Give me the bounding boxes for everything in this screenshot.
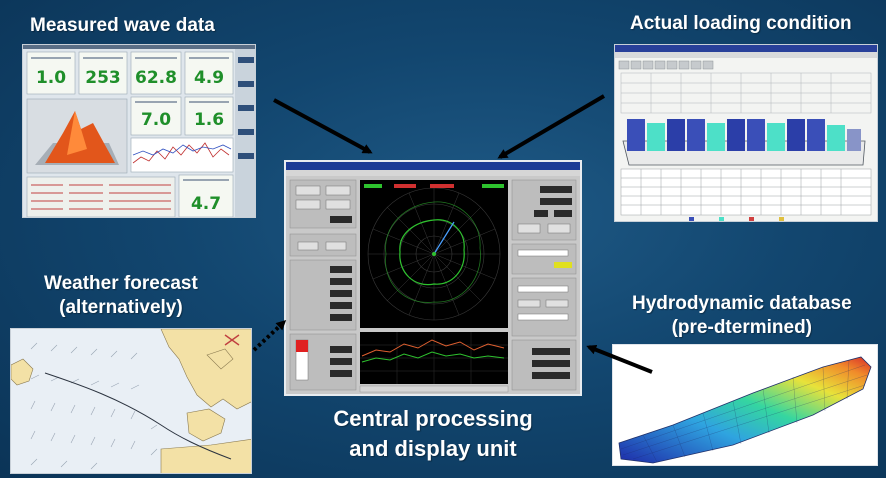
risk-level-indicator [296, 340, 308, 352]
central-unit-line1: Central processing [333, 406, 533, 431]
weather-forecast-label: Weather forecast (alternatively) [44, 272, 198, 320]
loading-condition-arrow [497, 94, 606, 159]
wind-field [30, 342, 178, 470]
ship-route [44, 372, 232, 460]
measured-wave-data-text: Measured wave data [30, 15, 215, 36]
loading-condition-screen [615, 45, 877, 221]
central-display-window [284, 160, 582, 396]
left-control-panel [289, 179, 357, 391]
risk-contour [399, 219, 465, 286]
central-display-screen [286, 162, 580, 393]
hull-surface [618, 356, 872, 464]
right-control-panel [511, 179, 577, 391]
weather-map-screenshot [10, 328, 252, 474]
hydrodynamic-database-line1: Hydrodynamic database [632, 293, 852, 314]
wave-length-value: 62.8 [135, 68, 177, 88]
window-title-bar [286, 162, 580, 170]
loading-condition-screenshot [614, 44, 878, 222]
actual-loading-condition-text: Actual loading condition [630, 13, 852, 34]
hydrodynamic-database-line2: (pre-dtermined) [671, 316, 813, 338]
weather-map [11, 329, 251, 473]
measured-wave-data-label: Measured wave data [30, 14, 215, 38]
cargo-holds [627, 119, 861, 151]
sig-wave-height-value: 4.7 [191, 194, 221, 214]
wave-data-arrow [273, 98, 373, 154]
landmass [11, 329, 251, 473]
encounter-angle-value: 1.6 [194, 110, 224, 130]
hydrodynamic-database-label: Hydrodynamic database (pre-dtermined) [632, 292, 852, 340]
wave-height-value: 1.0 [36, 68, 66, 88]
heading-vector [433, 221, 455, 255]
weather-forecast-arrow [252, 319, 287, 352]
weather-forecast-line2: (alternatively) [59, 296, 183, 318]
hydrodynamic-screenshot [612, 344, 878, 466]
polar-risk-diagram [360, 180, 508, 328]
weather-forecast-line1: Weather forecast [44, 273, 198, 294]
hull-pressure-mesh [618, 356, 872, 464]
time-history-plot [359, 332, 509, 393]
wave-period-value: 7.0 [141, 110, 171, 130]
wave-velocity-value: 4.9 [194, 68, 224, 88]
wave-data-screen: 1.0 253 62.8 4.9 7.0 1.6 4.7 [23, 45, 255, 217]
central-unit-line2: and display unit [349, 435, 517, 461]
actual-loading-condition-label: Actual loading condition [630, 12, 852, 36]
wave-direction-value: 253 [85, 68, 121, 88]
central-unit-label: Central processing and display unit [318, 404, 548, 463]
wave-data-screenshot: 1.0 253 62.8 4.9 7.0 1.6 4.7 [22, 44, 256, 218]
